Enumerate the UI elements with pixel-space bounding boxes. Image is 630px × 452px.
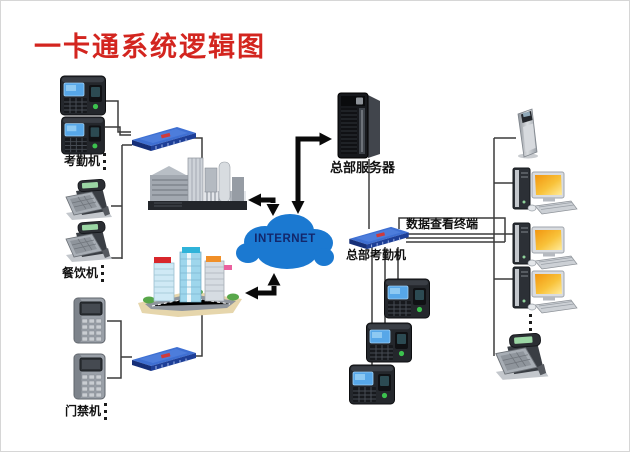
office-building-icon <box>148 155 247 212</box>
arrow-office-to-cloud <box>248 193 280 216</box>
hq-server-label: 总部服务器 <box>330 160 396 175</box>
access-reader-icon <box>73 353 107 400</box>
more-devices-dots <box>101 265 104 286</box>
kiosk-terminal-icon <box>512 106 540 159</box>
fingerprint-terminal-icon <box>366 322 412 363</box>
desktop-pc-icon <box>501 265 579 315</box>
fingerprint-terminal-icon <box>384 278 430 319</box>
data-terminal-label: 数据查看终端 <box>406 217 479 231</box>
more-devices-dots <box>103 153 106 174</box>
pos-terminal-icon <box>62 179 114 221</box>
arrow-cloud-to-server <box>291 132 332 214</box>
page-title: 一卡通系统逻辑图 <box>34 32 266 62</box>
network-switch-icon <box>347 225 411 251</box>
fingerprint-terminal-icon <box>60 116 106 155</box>
access-label: 门禁机 <box>65 404 102 418</box>
desktop-pc-icon <box>501 221 579 271</box>
fingerprint-terminal-icon <box>349 364 395 405</box>
internet-label: INTERNET <box>254 233 316 245</box>
more-devices-dots <box>104 403 107 424</box>
access-reader-icon <box>73 297 107 344</box>
residential-building-icon <box>138 247 243 317</box>
desktop-pc-icon <box>501 166 579 216</box>
network-switch-icon <box>130 345 198 373</box>
arrow-residential-to-cloud <box>245 273 281 300</box>
dining-label: 餐饮机 <box>62 266 99 280</box>
pos-terminal-icon <box>490 333 552 381</box>
fingerprint-terminal-icon <box>60 75 106 116</box>
internet-cloud <box>235 204 335 276</box>
network-switch-icon <box>130 125 198 153</box>
hq-attendance-label: 总部考勤机 <box>346 248 407 262</box>
tower-server-icon <box>332 91 386 160</box>
more-devices-dots <box>529 314 532 335</box>
internet-arrows <box>245 132 332 300</box>
attendance-label: 考勤机 <box>64 154 101 168</box>
pos-terminal-icon <box>62 221 114 263</box>
